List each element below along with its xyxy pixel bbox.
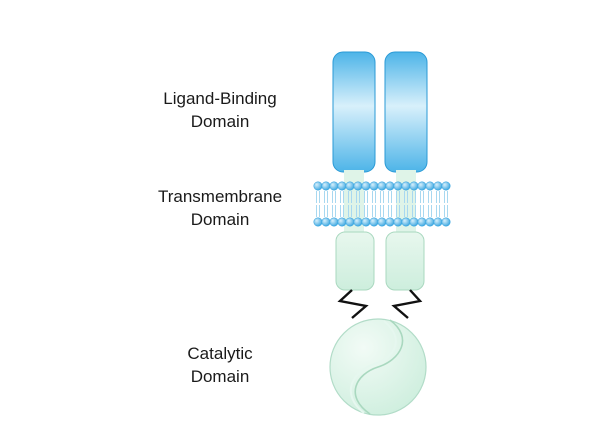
lipid-head [313,181,323,191]
ligand-binding-label-line2: Domain [190,112,250,131]
lipid-head [425,217,435,227]
ligand-binding-domain-left [332,51,376,173]
transmembrane-domain-label: Transmembrane Domain [130,185,310,231]
lipid-head [377,181,387,191]
lipid-head [433,217,443,227]
lipid-head [369,181,379,191]
lipid-head [353,181,363,191]
juxtamembrane-domains [335,231,425,291]
lipid-head [377,217,387,227]
linker-right [391,289,423,319]
lipid-head [329,217,339,227]
juxtamembrane-domain-right [385,231,425,291]
lipid-head [441,181,451,191]
lipid-head [393,217,403,227]
lipid-head [425,181,435,191]
lipid-head [345,217,355,227]
lipid-head [369,217,379,227]
transmembrane-label-line2: Domain [190,210,250,229]
lipid-head [441,217,451,227]
transmembrane-segment-left [344,170,364,236]
ligand-binding-domain-right [384,51,428,173]
lipid-head [401,181,411,191]
lipid-head [409,181,419,191]
linkers [337,289,423,319]
ligand-binding-domains [332,51,428,173]
lipid-head [337,217,347,227]
lipid-head [321,217,331,227]
juxtamembrane-domain-left [335,231,375,291]
catalytic-domain-label: Catalytic Domain [130,342,310,388]
lipid-head [417,181,427,191]
lipid-head [329,181,339,191]
transmembrane-label-line1: Transmembrane [157,187,283,206]
lipid-head [353,217,363,227]
ligand-binding-domain-label: Ligand-Binding Domain [130,87,310,133]
catalytic-label-line2: Domain [190,367,250,386]
catalytic-domain-seam [354,319,404,415]
lipid-head [361,181,371,191]
lipid-head [417,217,427,227]
lipid-head [401,217,411,227]
catalytic-domain [329,318,427,416]
lipid-head [337,181,347,191]
lipid-head [409,217,419,227]
lipid-head [345,181,355,191]
lipid-head [313,217,323,227]
lipid-bilayer [313,181,451,227]
catalytic-domain-seam-inner [350,320,397,414]
lipid-head [321,181,331,191]
ligand-binding-label-line1: Ligand-Binding [163,89,277,108]
lipid-head [361,217,371,227]
lipid-head [385,217,395,227]
lipid-head [393,181,403,191]
lipid-head [433,181,443,191]
lipid-head [385,181,395,191]
catalytic-label-line1: Catalytic [187,344,253,363]
linker-left [337,289,369,319]
